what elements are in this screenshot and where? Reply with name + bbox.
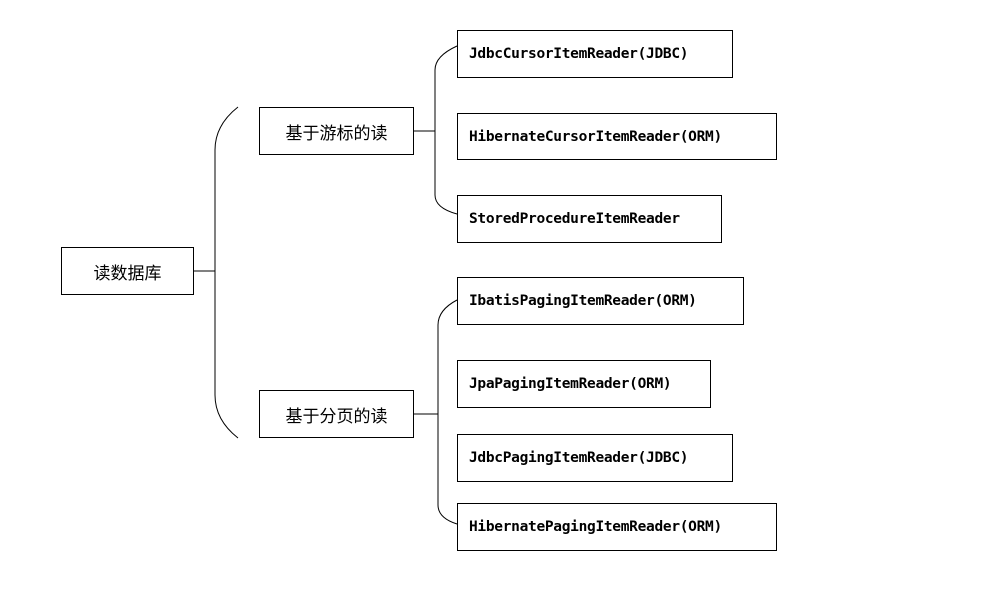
leaf-jdbc-paging: JdbcPagingItemReader(JDBC) (457, 434, 733, 482)
root-bracket (214, 106, 239, 439)
leaf-label: IbatisPagingItemReader(ORM) (469, 293, 697, 309)
leaf-label: JdbcCursorItemReader(JDBC) (469, 46, 689, 62)
group-2-bracket (437, 299, 458, 525)
group-node-paging: 基于分页的读 (259, 390, 414, 438)
group-node-paging-label: 基于分页的读 (285, 406, 388, 427)
leaf-label: JdbcPagingItemReader(JDBC) (469, 450, 689, 466)
group-1-bracket (434, 45, 458, 215)
leaf-hibernate-paging: HibernatePagingItemReader(ORM) (457, 503, 777, 551)
leaf-label: HibernateCursorItemReader(ORM) (469, 128, 722, 145)
root-node-label: 读数据库 (93, 263, 162, 284)
group-node-cursor-label: 基于游标的读 (285, 123, 388, 144)
leaf-label: HibernatePagingItemReader(ORM) (469, 519, 722, 535)
leaf-jpa-paging: JpaPagingItemReader(ORM) (457, 360, 711, 408)
root-node: 读数据库 (61, 247, 194, 295)
leaf-stored-procedure: StoredProcedureItemReader (457, 195, 722, 243)
leaf-label: StoredProcedureItemReader (469, 211, 680, 227)
leaf-ibatis-paging: IbatisPagingItemReader(ORM) (457, 277, 744, 325)
leaf-label: JpaPagingItemReader(ORM) (469, 376, 672, 392)
leaf-jdbc-cursor: JdbcCursorItemReader(JDBC) (457, 30, 733, 78)
group-node-cursor: 基于游标的读 (259, 107, 414, 155)
leaf-hibernate-cursor: HibernateCursorItemReader(ORM) (457, 113, 777, 160)
